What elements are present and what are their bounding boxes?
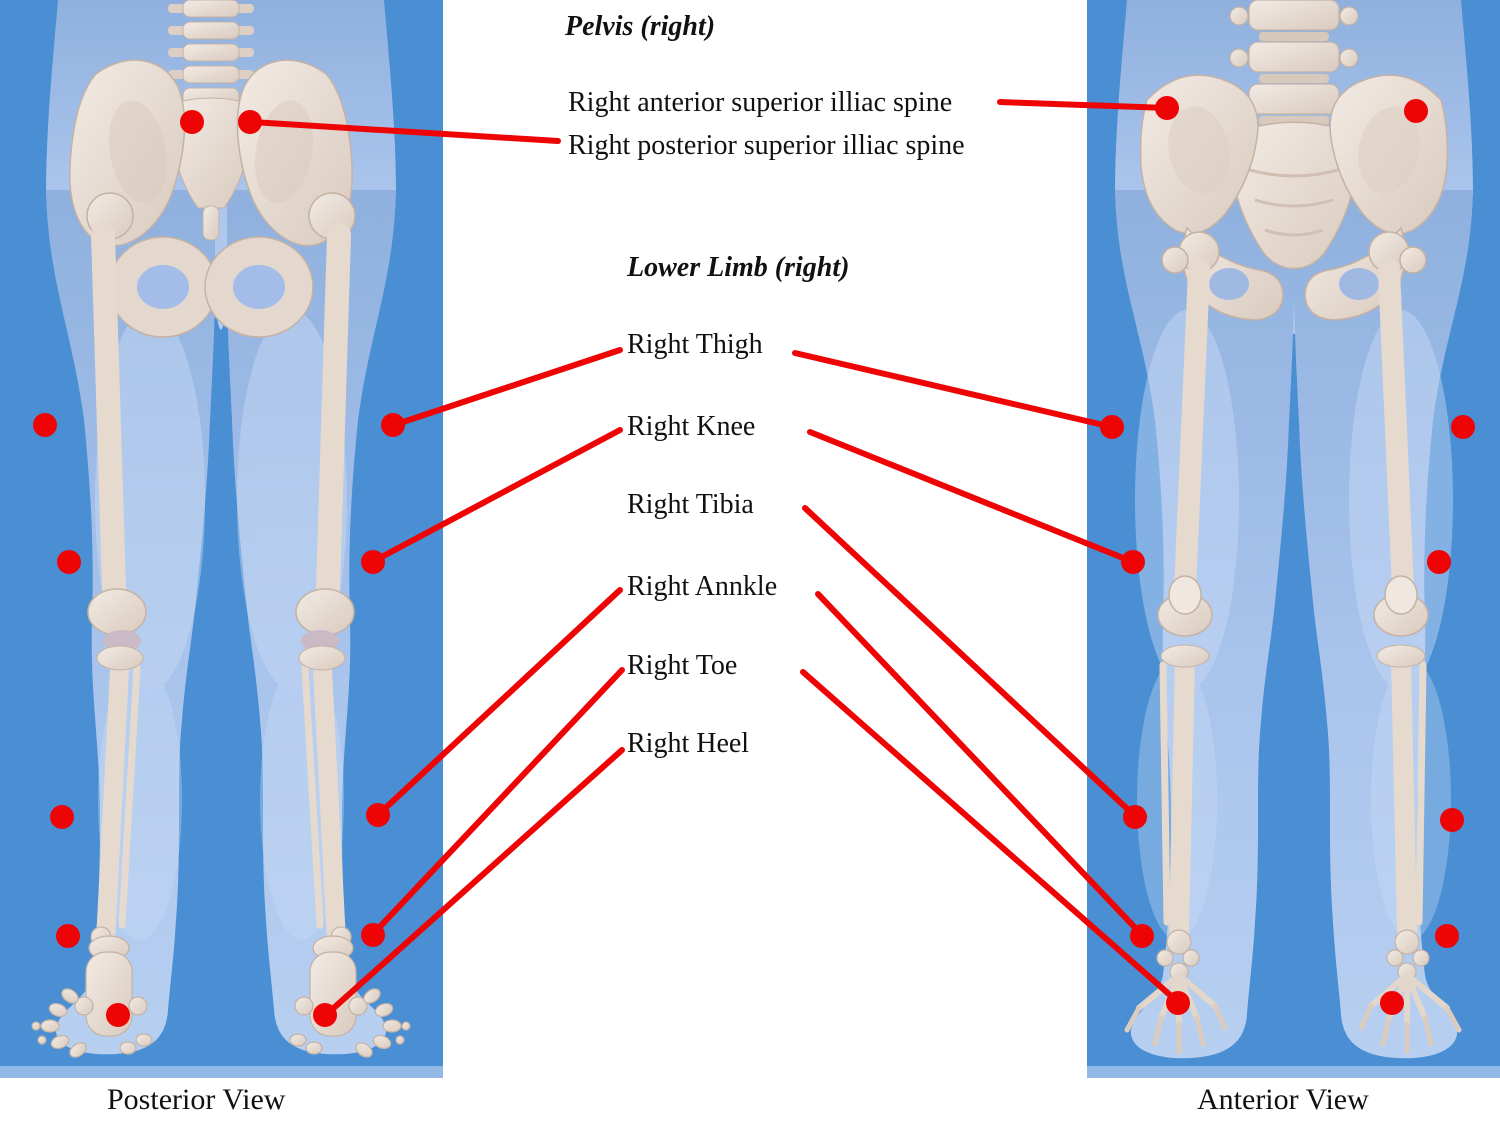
label-right-ankle: Right Annkle	[627, 571, 778, 602]
label-right-thigh: Right Thigh	[627, 329, 763, 360]
leader-knee-anterior	[807, 429, 1136, 565]
posterior-view-panel	[0, 0, 443, 1078]
section-header-lower-limb: Lower Limb (right)	[627, 252, 850, 283]
label-right-posterior-superior-illiac-spine: Right posterior superior illiac spine	[568, 130, 965, 161]
caption-anterior-view: Anterior View	[1197, 1083, 1369, 1116]
label-right-toe: Right Toe	[627, 650, 738, 681]
leader-tibia-anterior	[802, 505, 1138, 819]
label-right-heel: Right Heel	[627, 728, 750, 759]
caption-posterior-view: Posterior View	[107, 1083, 286, 1116]
section-header-pelvis: Pelvis (right)	[565, 11, 716, 42]
label-right-tibia: Right Tibia	[627, 489, 754, 520]
anterior-skeleton-illustration	[1087, 0, 1500, 1078]
anterior-view-panel	[1087, 0, 1500, 1078]
leader-thigh-anterior	[792, 350, 1115, 430]
label-right-anterior-superior-illiac-spine: Right anterior superior illiac spine	[568, 87, 953, 118]
label-right-knee: Right Knee	[627, 411, 756, 442]
posterior-skeleton-illustration	[0, 0, 443, 1078]
